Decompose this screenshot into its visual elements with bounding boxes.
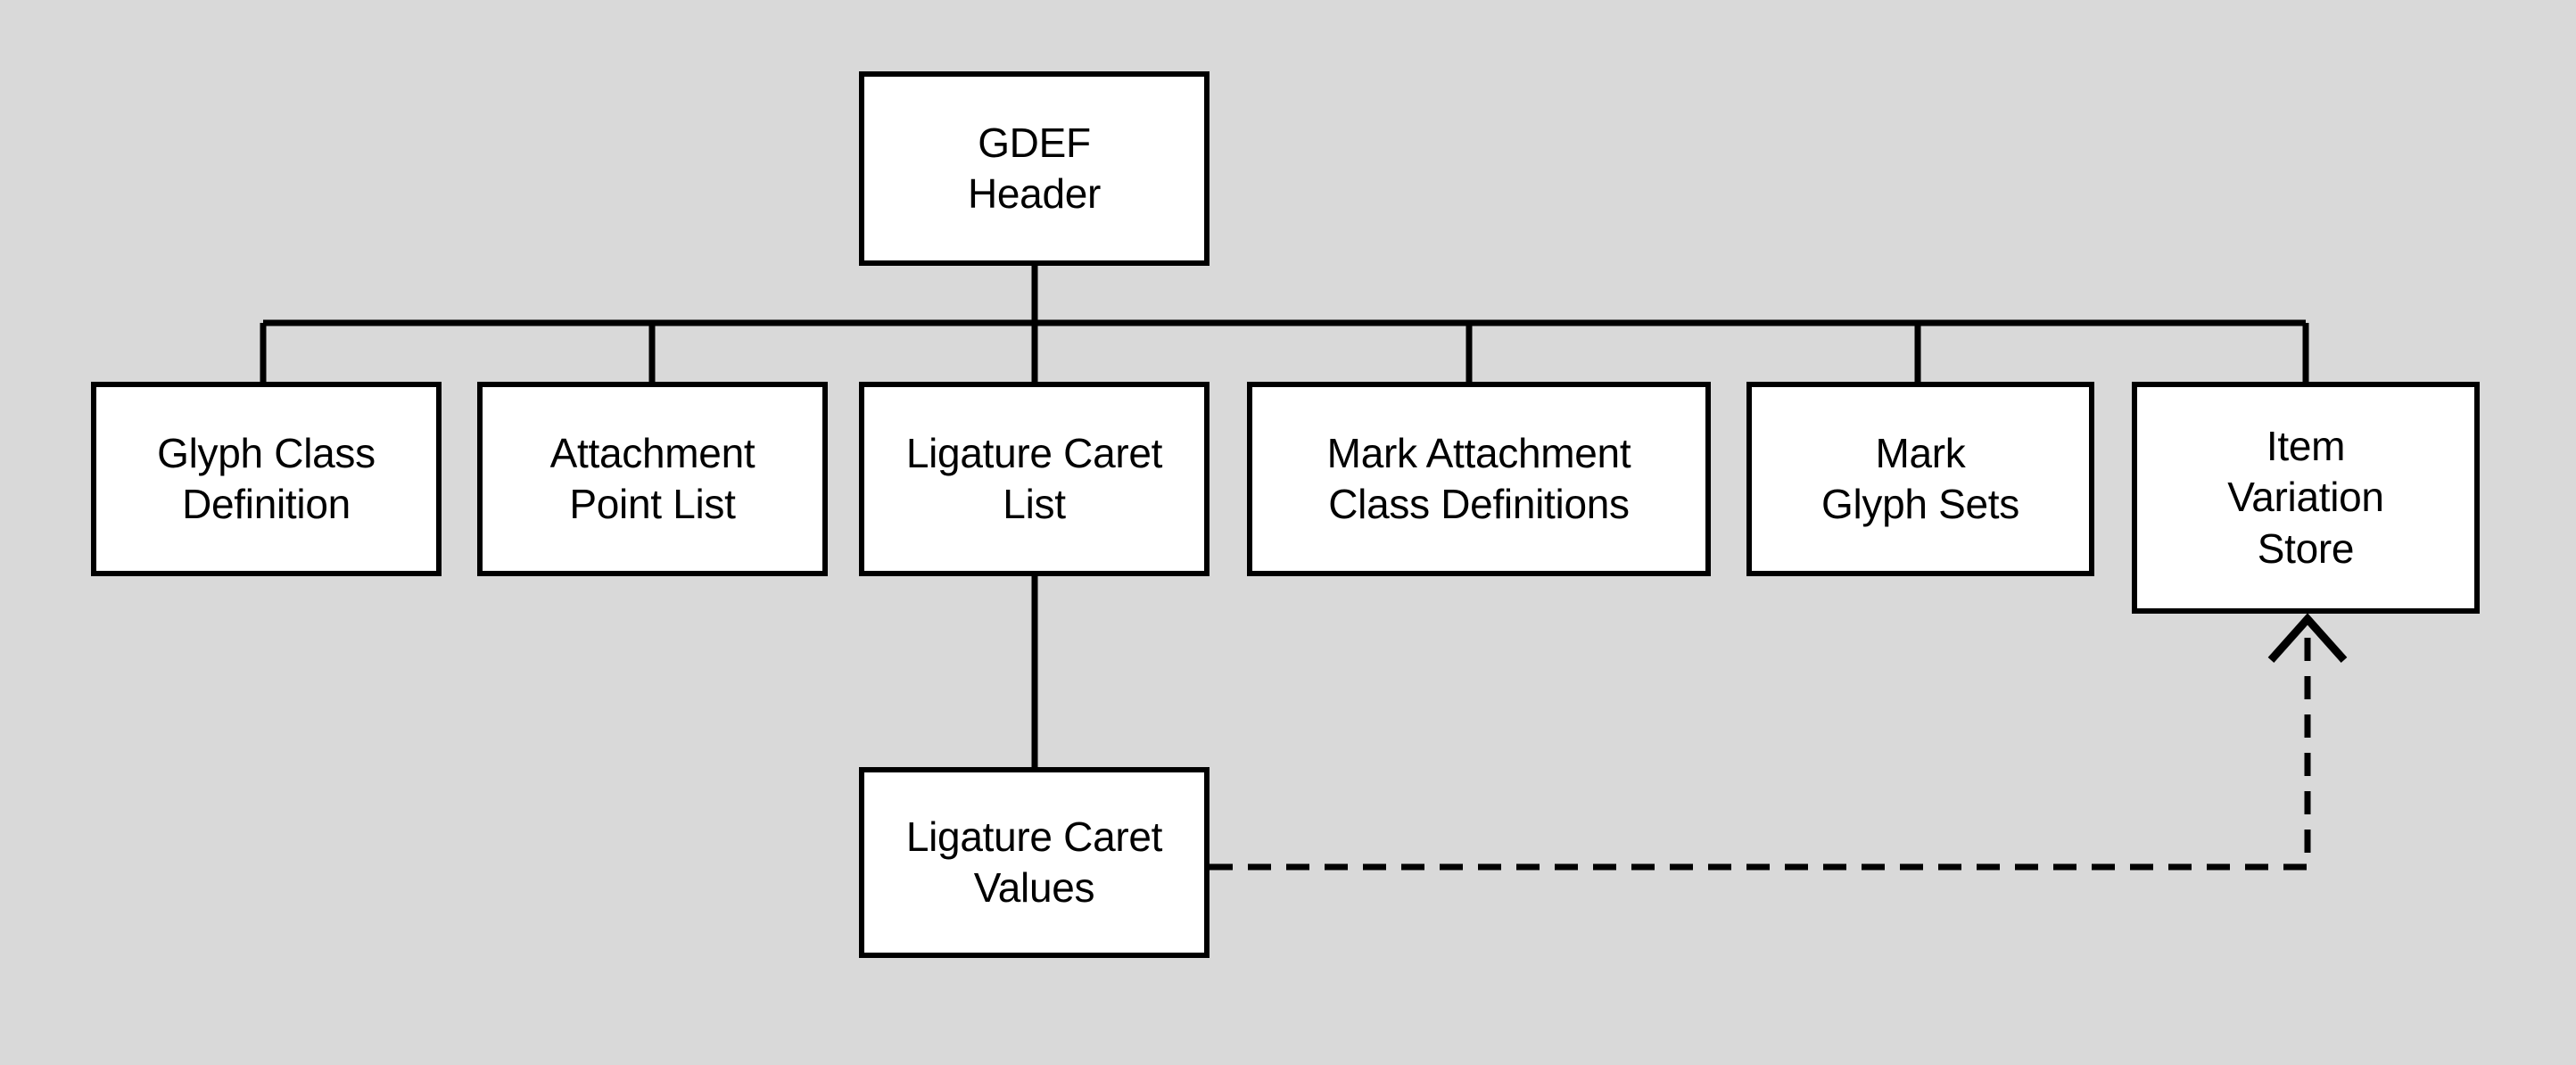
node-label-line: Glyph Sets [1821,481,2019,527]
node-glyph-class-definition[interactable]: Glyph Class Definition [91,382,442,576]
node-ligature-caret-list[interactable]: Ligature Caret List [859,382,1210,576]
node-label-line: Mark [1875,429,1966,476]
node-label-line: Variation [2227,474,2384,521]
node-label-line: Mark Attachment [1326,429,1631,476]
node-label-line: Point List [569,481,736,527]
arrowhead-open-v-icon [2267,613,2348,663]
node-mark-glyph-sets[interactable]: Mark Glyph Sets [1746,382,2094,576]
node-label-line: Values [973,864,1095,911]
node-ligature-caret-values[interactable]: Ligature Caret Values [859,767,1210,958]
node-label-line: Store [2257,524,2355,572]
node-label-line: Class Definitions [1328,481,1630,527]
node-label-line: Item [2266,423,2346,470]
node-gdef-header[interactable]: GDEF Header [859,71,1210,266]
node-mark-attachment-class-definitions[interactable]: Mark Attachment Class Definitions [1247,382,1711,576]
node-label-line: GDEF [978,119,1091,166]
node-item-variation-store[interactable]: Item Variation Store [2132,382,2480,614]
connector-ligature-caret-values-to-item-variation-store [1210,629,2311,871]
node-label-line: Ligature Caret [905,429,1163,476]
node-label-line: Header [967,170,1102,217]
node-label-line: Definition [182,481,351,527]
node-attachment-point-list[interactable]: Attachment Point List [477,382,828,576]
node-label-line: Glyph Class [157,429,376,476]
node-label-line: Ligature Caret [905,813,1163,860]
node-label-line: Attachment [549,429,755,476]
node-label-line: List [1003,481,1066,527]
